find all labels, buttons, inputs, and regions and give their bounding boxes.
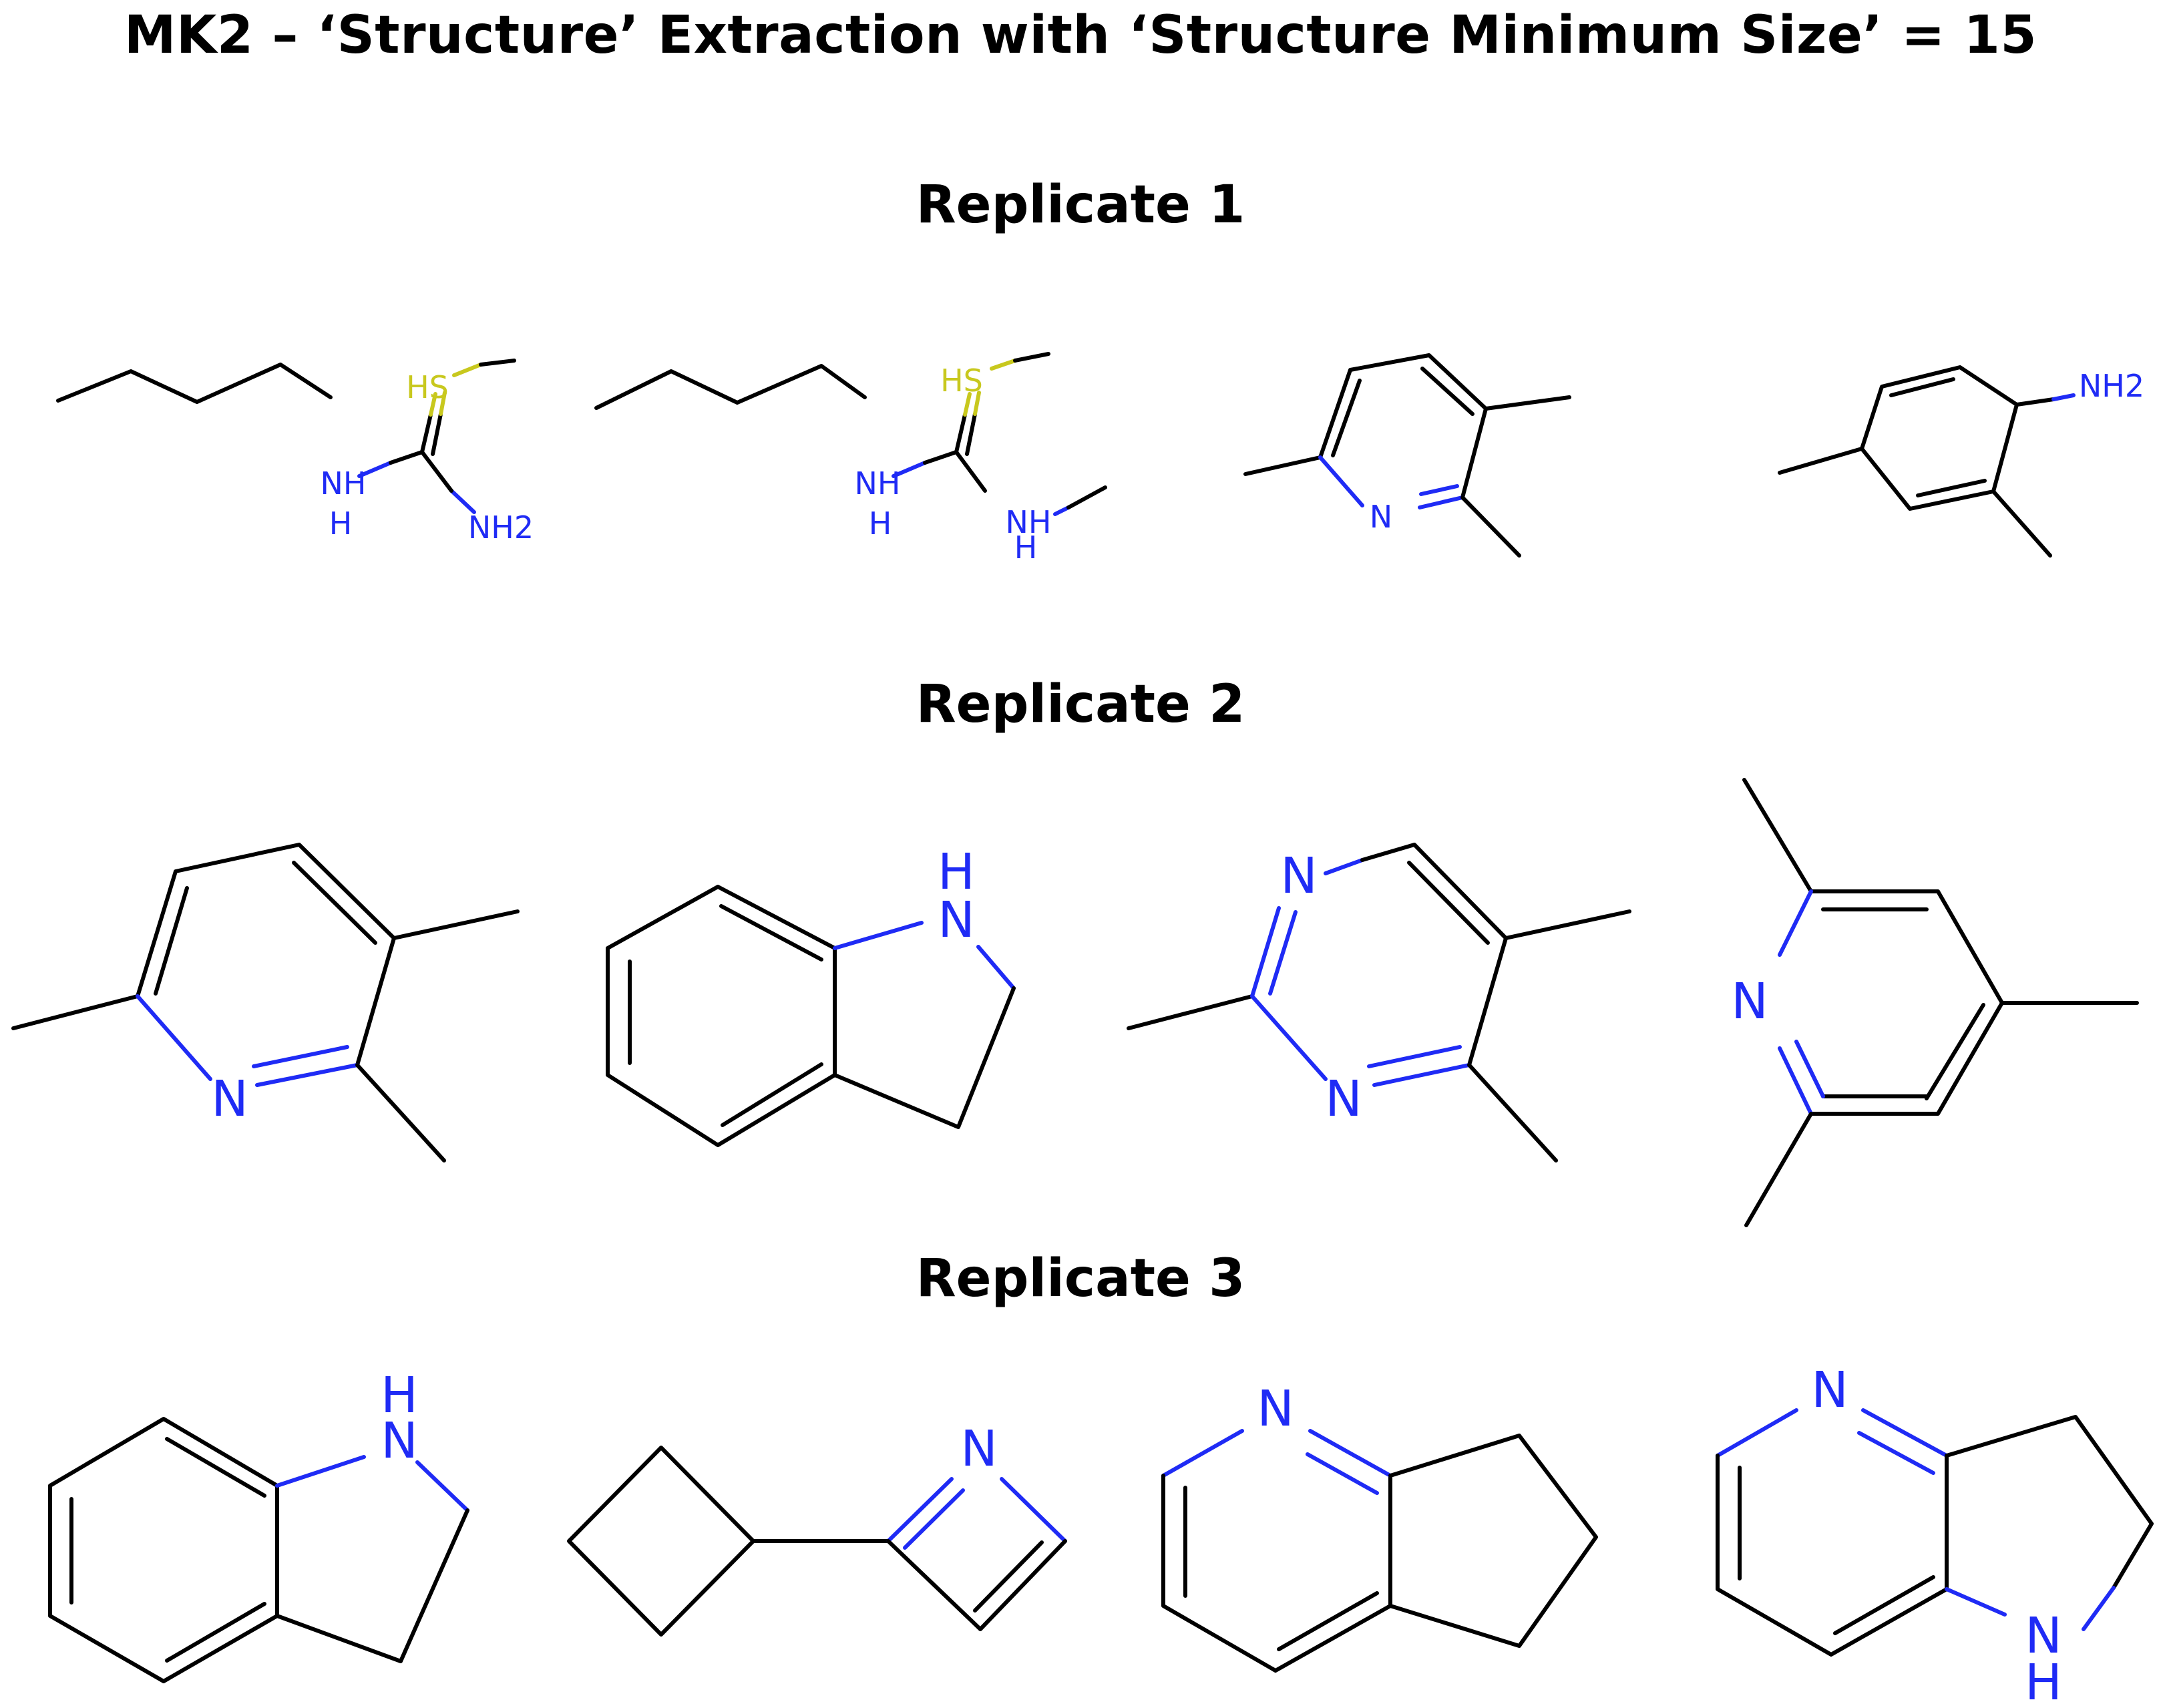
n-label-1: N (1280, 847, 1317, 905)
replicate-1-molecule-4: NH2 (1778, 365, 2144, 558)
nh-hydrogen-label: H (2025, 1654, 2062, 1708)
replicate-2-molecule-3: N N (1127, 843, 1631, 1162)
n-label: N (381, 1412, 417, 1470)
n-label-2: N (1325, 1070, 1362, 1128)
nh2-label: NH2 (2079, 368, 2144, 404)
replicate-1-molecule-1: NH H NH2 HS (56, 359, 534, 546)
nh-label: N (2025, 1607, 2061, 1665)
figure-title: MK2 – ‘Structure’ Extraction with ‘Struc… (124, 5, 2037, 65)
n-label: N (1257, 1380, 1294, 1438)
replicate-3-molecule-1: N H (48, 1367, 469, 1683)
n-label: N (960, 1420, 997, 1478)
nh-label: NH (855, 465, 901, 501)
replicate-3-molecule-2: N (567, 1420, 1067, 1637)
nh-label-2: NH (1006, 504, 1052, 540)
n-label: N (1370, 499, 1392, 535)
n-label: N (1731, 973, 1768, 1030)
nh-hydrogen-label: H (329, 505, 353, 542)
hs-label: HS (940, 363, 983, 399)
nh-hydrogen-label: H (938, 843, 975, 901)
replicate-2-molecule-1: N (11, 843, 520, 1162)
n-label: N (1811, 1361, 1848, 1419)
replicate-2-molecule-4: N (1731, 778, 2139, 1227)
hs-label: HS (406, 369, 449, 405)
replicate-3-molecule-4: N N H (1716, 1361, 2154, 1708)
n-label: N (938, 891, 974, 949)
n-label: N (211, 1070, 248, 1128)
nh-label: NH (321, 465, 367, 501)
replicate-1-heading: Replicate 1 (916, 175, 1245, 235)
replicate-1-molecule-3: N (1243, 353, 1571, 558)
replicate-3-molecule-3: N (1161, 1380, 1598, 1673)
nh-hydrogen-label-2: H (1014, 529, 1038, 566)
nh-hydrogen-label: H (869, 505, 892, 542)
replicate-3-heading: Replicate 3 (916, 1249, 1245, 1309)
nh-hydrogen-label: H (381, 1367, 418, 1424)
replicate-2-heading: Replicate 2 (916, 674, 1245, 734)
nh2-label: NH2 (468, 509, 534, 546)
replicate-2-molecule-2: N H (606, 843, 1016, 1147)
replicate-1-molecule-2: NH H NH H HS (594, 352, 1107, 566)
